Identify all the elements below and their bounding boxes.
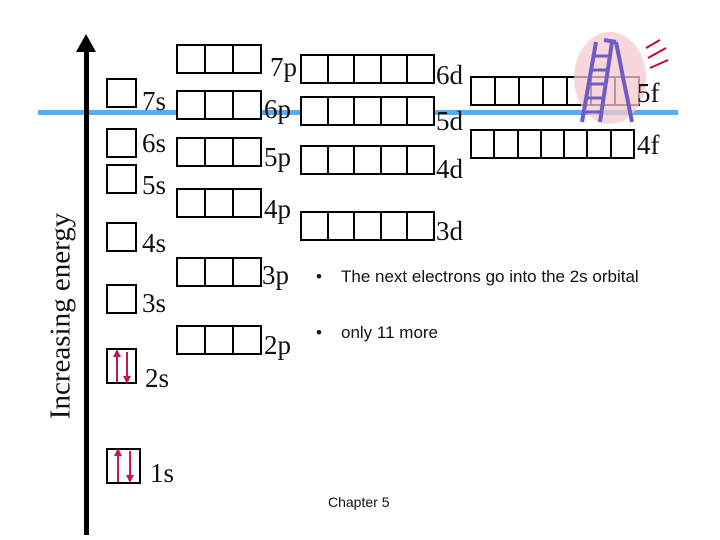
ladder-icon: [574, 32, 669, 124]
label-5f: 5f: [637, 78, 660, 108]
bullet-dot-1: •: [316, 267, 322, 286]
label-3p: 3p: [262, 260, 289, 290]
label-5p: 5p: [264, 142, 291, 172]
orbital-2p: [176, 325, 262, 355]
electron-down-arrow-icon: [123, 352, 131, 384]
orbital-5p: [176, 137, 262, 167]
label-4s: 4s: [142, 228, 167, 258]
energy-axis: [84, 48, 89, 535]
orbital-6s: [106, 128, 137, 158]
bullet-text-2: only 11 more: [341, 323, 439, 342]
orbital-1s: [106, 448, 141, 484]
orbital-4p: [176, 188, 262, 218]
label-2p: 2p: [264, 330, 291, 360]
label-7s: 7s: [142, 86, 167, 116]
electron-pair-1s: [114, 448, 134, 483]
bullet-text-1: The next electrons go into the 2s orbita…: [341, 267, 639, 286]
label-4p: 4p: [264, 194, 291, 224]
electron-down-arrow-icon: [126, 451, 134, 483]
flash-marks-icon: [645, 39, 669, 69]
orbital-4d: [300, 145, 435, 175]
label-2s: 2s: [145, 363, 170, 393]
label-6p: 6p: [264, 94, 291, 124]
orbital-5d: [300, 96, 435, 126]
label-3s: 3s: [142, 288, 167, 318]
orbital-6d: [300, 54, 435, 84]
electron-up-arrow-icon: [113, 349, 121, 382]
orbital-4s: [106, 222, 137, 252]
orbital-4f: [470, 129, 635, 159]
orbital-7s: [106, 78, 137, 108]
orbital-5s: [106, 164, 137, 194]
electron-pair-2s: [113, 349, 131, 384]
energy-axis-label: Increasing energy: [44, 212, 77, 420]
footer-chapter: Chapter 5: [328, 494, 390, 510]
energy-axis-arrowhead: [76, 34, 96, 52]
orbital-6p: [176, 90, 262, 120]
label-5s: 5s: [142, 170, 167, 200]
label-7p: 7p: [270, 52, 297, 82]
orbital-7p: [176, 44, 262, 74]
label-5d: 5d: [436, 106, 463, 136]
orbital-3p: [176, 257, 262, 287]
orbital-3d: [300, 211, 435, 241]
label-4d: 4d: [436, 154, 463, 184]
label-3d: 3d: [436, 216, 463, 246]
orbital-3s: [106, 284, 137, 314]
electron-up-arrow-icon: [114, 448, 122, 482]
label-6s: 6s: [142, 128, 167, 158]
label-4f: 4f: [637, 130, 660, 160]
bullet-dot-2: •: [316, 323, 322, 342]
orbital-2s: [106, 348, 137, 384]
label-1s: 1s: [150, 458, 175, 488]
label-6d: 6d: [436, 60, 463, 90]
